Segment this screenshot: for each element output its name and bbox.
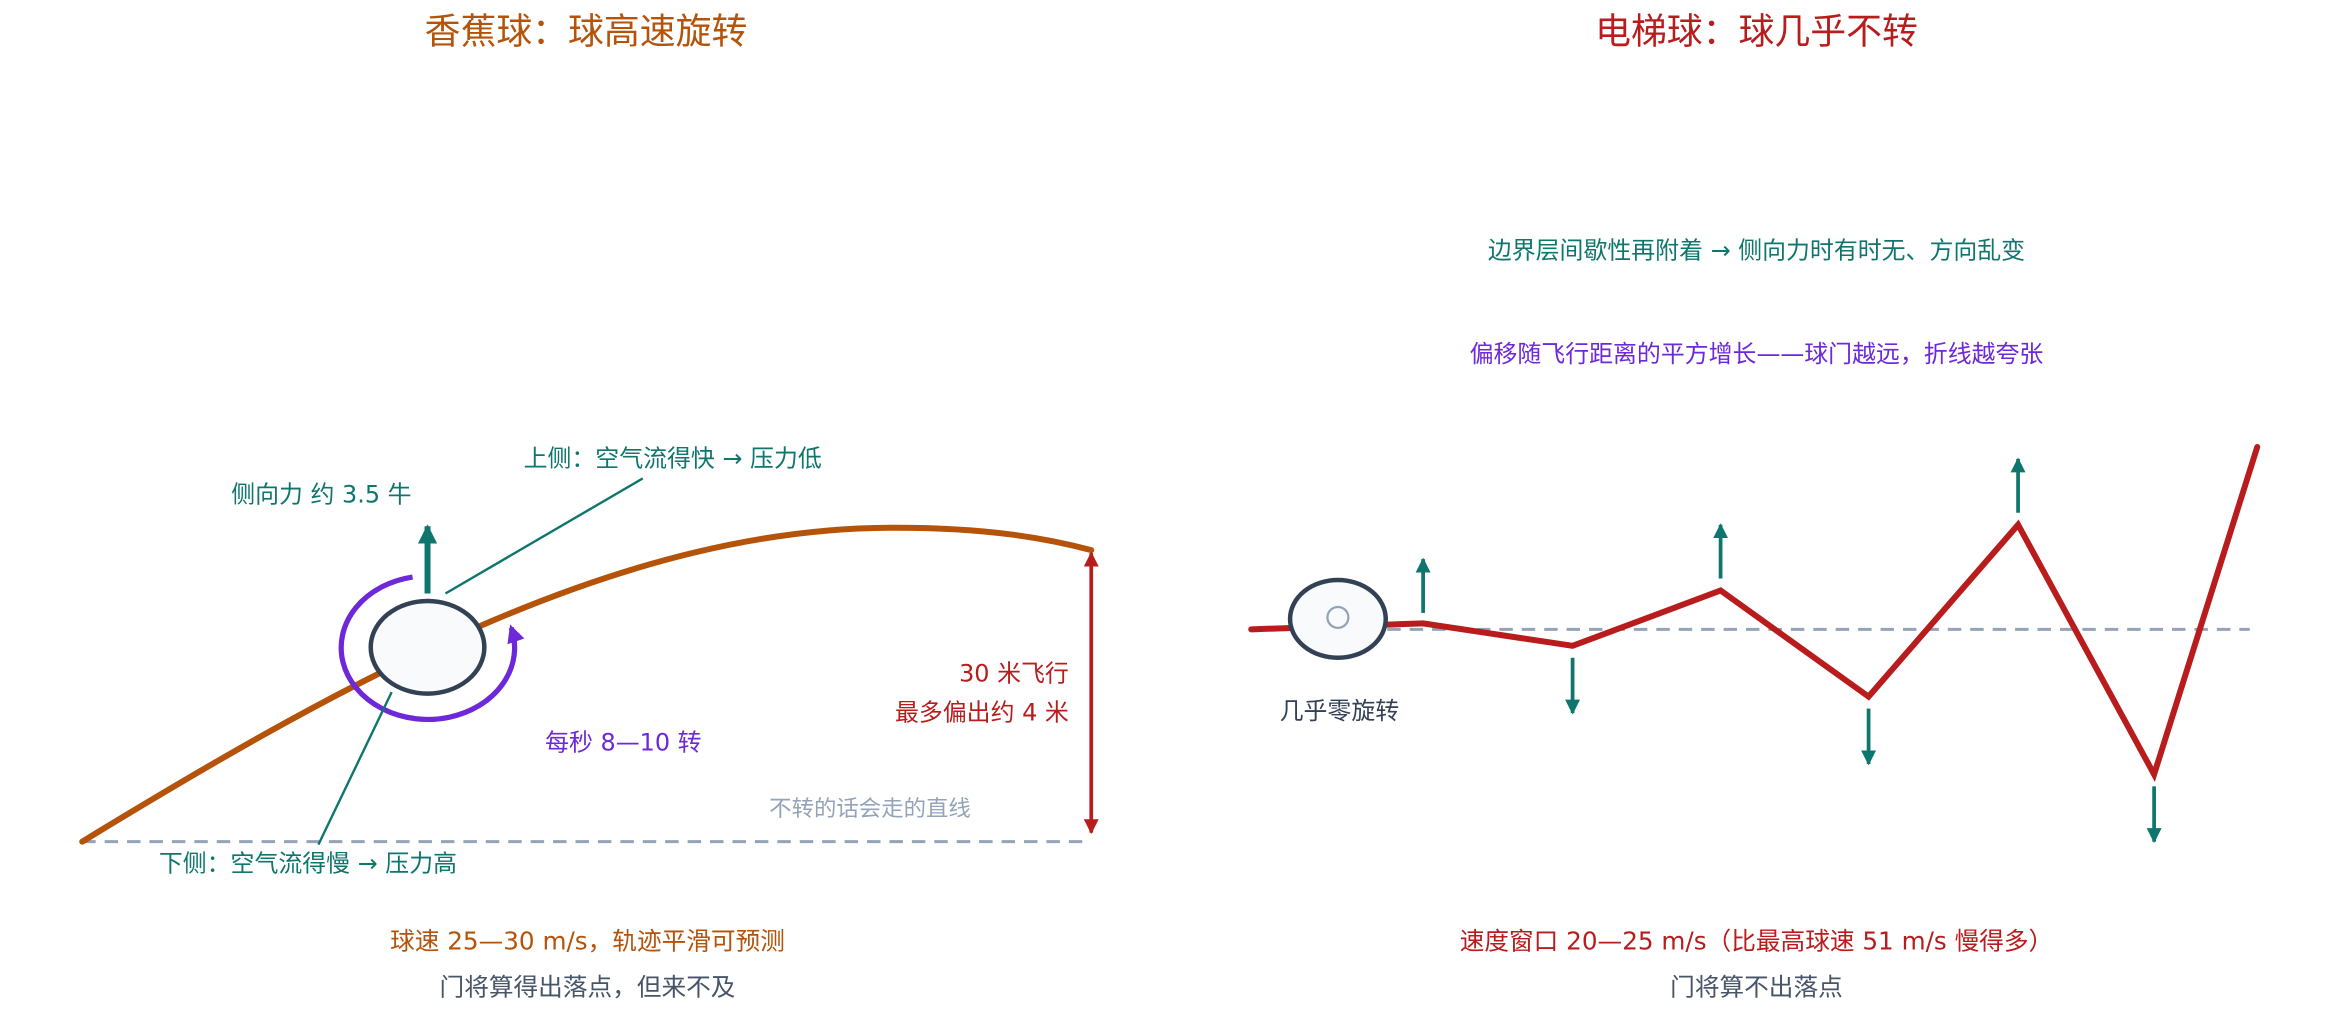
spin-rate-label: 每秒 8—10 转 — [545, 728, 701, 756]
knuckle-caption-goalkeeper: 门将算不出落点 — [1670, 973, 1843, 1002]
bottom-side-leader-line — [317, 691, 393, 846]
knuckleball-zigzag-trajectory — [1248, 444, 2261, 782]
banana-caption-goalkeeper: 门将算得出落点，但来不及 — [440, 973, 736, 1002]
bottom-side-label: 下侧：空气流得慢 → 压力高 — [159, 850, 457, 878]
boundary-layer-note: 边界层间歇性再附着 → 侧向力时有时无、方向乱变 — [1488, 237, 2025, 265]
knuckle-caption-speed: 速度窗口 20—25 m/s（比最高球速 51 m/s 慢得多） — [1460, 926, 2054, 955]
top-side-leader-line — [444, 477, 644, 595]
deviation-label-line1: 30 米飞行 — [959, 660, 1069, 688]
side-force-label: 侧向力 约 3.5 牛 — [231, 480, 411, 508]
banana-caption-speed: 球速 25—30 m/s，轨迹平滑可预测 — [390, 926, 785, 955]
banana-panel-title: 香蕉球：球高速旋转 — [425, 11, 748, 52]
zero-spin-label: 几乎零旋转 — [1280, 697, 1400, 725]
non-spinning-ball — [1287, 577, 1388, 661]
straight-line-label: 不转的话会走的直线 — [769, 796, 971, 822]
offset-growth-note: 偏移随飞行距离的平方增长——球门越远，折线越夸张 — [1470, 340, 2044, 368]
deviation-label-line2: 最多偏出约 4 米 — [895, 699, 1069, 727]
knuckleball-panel: 电梯球：球几乎不转 边界层间歇性再附着 → 侧向力时有时无、方向乱变 偏移随飞行… — [1248, 11, 2261, 1002]
banana-trajectory-curve — [79, 524, 1095, 845]
top-side-label: 上侧：空气流得快 → 压力低 — [524, 444, 822, 472]
random-side-force-arrows — [1415, 457, 2162, 844]
knuckleball-panel-title: 电梯球：球几乎不转 — [1595, 11, 1918, 52]
ball-valve-mark — [1326, 605, 1350, 629]
spinning-ball — [368, 598, 487, 696]
spin-direction-arc — [338, 574, 525, 723]
banana-kick-panel: 香蕉球：球高速旋转 侧向力 约 3.5 牛 上侧：空气流得快 → 压力低 下侧：… — [79, 11, 1099, 1002]
